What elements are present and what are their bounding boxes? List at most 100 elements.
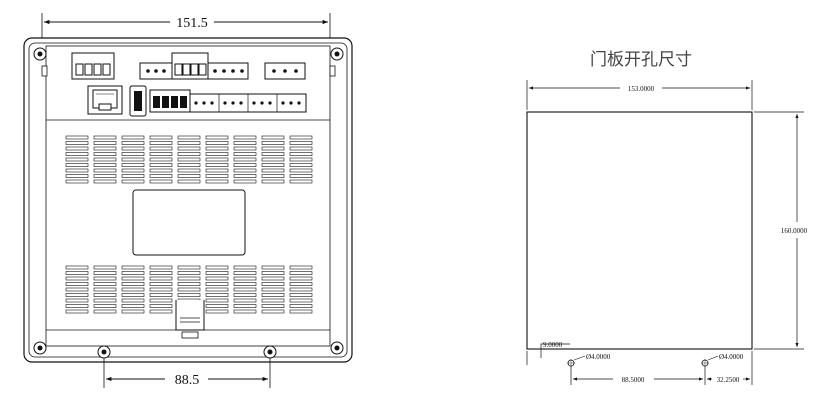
vent-slot xyxy=(289,157,313,162)
vent-slot xyxy=(261,298,285,303)
vent-slot xyxy=(149,304,173,308)
terminal-block-4pin-c xyxy=(207,62,249,80)
vent-slot xyxy=(65,146,89,151)
vent-grille-bottom xyxy=(65,265,313,314)
vent-slot xyxy=(177,287,201,292)
vent-slot xyxy=(205,146,229,151)
vent-slot xyxy=(233,174,257,178)
cutout-outline xyxy=(526,111,753,350)
cutout-title: 门板开孔尺寸 xyxy=(590,50,692,70)
screw-bottom-right xyxy=(330,341,344,355)
vent-slot xyxy=(121,265,145,270)
vent-slot xyxy=(65,157,89,162)
vent-slot xyxy=(205,293,229,297)
vent-slot xyxy=(149,271,173,275)
vent-slot xyxy=(93,293,117,297)
vent-slot xyxy=(233,157,257,162)
hole-spacing-text: 88.5 xyxy=(175,373,200,388)
vent-slot xyxy=(177,271,201,275)
vent-slot xyxy=(177,282,201,286)
vent-slot xyxy=(121,157,145,162)
vent-slot xyxy=(149,179,173,184)
vent-slot xyxy=(261,293,285,297)
vent-slot xyxy=(65,298,89,303)
vent-slot xyxy=(65,179,89,184)
cutout-view: 门板开孔尺寸 153.0000 160.0000 9.0000 Ø4.0000 xyxy=(526,50,808,385)
vent-slot xyxy=(233,276,257,281)
vent-slot xyxy=(261,271,285,275)
cutout-height-text: 160.0000 xyxy=(781,227,808,235)
vent-slot xyxy=(233,271,257,275)
terminal-block-3pin-d xyxy=(264,62,306,80)
vent-slot xyxy=(65,174,89,178)
vent-slot xyxy=(121,309,145,314)
vent-slot xyxy=(93,265,117,270)
vent-slot xyxy=(121,174,145,178)
vent-slot xyxy=(177,152,201,156)
vent-slot xyxy=(121,141,145,145)
vent-slot xyxy=(261,135,285,140)
vent-slot xyxy=(289,179,313,184)
vent-slot xyxy=(149,282,173,286)
vent-slot xyxy=(261,174,285,178)
terminal-block-3pin-a xyxy=(139,62,173,80)
vent-slot xyxy=(177,276,201,281)
vent-slot xyxy=(149,265,173,270)
vent-slot xyxy=(233,293,257,297)
screw-top-left xyxy=(33,47,47,61)
hole-dia-right-text: Ø4.0000 xyxy=(719,353,744,361)
usb-port xyxy=(129,85,147,117)
screw-top-right xyxy=(330,47,344,61)
vent-slot xyxy=(149,287,173,292)
cutout-hole-spacing-text: 88.5000 xyxy=(622,376,645,384)
vent-slot xyxy=(289,293,313,297)
vent-slot xyxy=(93,179,117,184)
vent-slot xyxy=(121,135,145,140)
vent-slot xyxy=(65,163,89,167)
vent-slot xyxy=(149,168,173,173)
vent-slot xyxy=(65,152,89,156)
cutout-hole-left xyxy=(567,359,575,367)
vent-slot xyxy=(261,304,285,308)
width-dimension-text: 151.5 xyxy=(176,16,208,31)
bottom-latch xyxy=(175,300,205,339)
cutout-width-text: 153.0000 xyxy=(628,85,655,93)
mount-hole-left xyxy=(97,345,111,359)
vent-slot xyxy=(289,287,313,292)
vent-slot xyxy=(289,271,313,275)
vent-slot xyxy=(93,309,117,314)
terminal-block-4pin-lower xyxy=(149,89,191,113)
vent-slot xyxy=(261,152,285,156)
vent-slot xyxy=(261,146,285,151)
vent-slot xyxy=(177,179,201,184)
vent-slot xyxy=(205,168,229,173)
vent-slot xyxy=(261,168,285,173)
vent-slot xyxy=(233,168,257,173)
offset-leader xyxy=(540,343,570,358)
vent-slot xyxy=(289,168,313,173)
vent-slot xyxy=(93,304,117,308)
vent-slot xyxy=(93,141,117,145)
label-window xyxy=(132,189,246,256)
vent-slot xyxy=(93,152,117,156)
vent-slot xyxy=(177,265,201,270)
vent-slot xyxy=(149,276,173,281)
side-clip-left xyxy=(41,65,48,77)
vent-slot xyxy=(65,168,89,173)
vent-slot xyxy=(261,287,285,292)
vent-slot xyxy=(205,276,229,281)
vent-slot xyxy=(233,282,257,286)
cutout-hole-right xyxy=(701,359,709,367)
vent-slot xyxy=(205,304,229,308)
vent-slot xyxy=(121,298,145,303)
vent-slot xyxy=(93,135,117,140)
vent-slot xyxy=(93,282,117,286)
rj45-port xyxy=(87,85,123,115)
vent-slot xyxy=(93,157,117,162)
vent-slot xyxy=(121,152,145,156)
vent-slot xyxy=(205,152,229,156)
vent-slot xyxy=(177,146,201,151)
vent-slot xyxy=(121,168,145,173)
vent-slot xyxy=(205,271,229,275)
vent-slot xyxy=(121,293,145,297)
